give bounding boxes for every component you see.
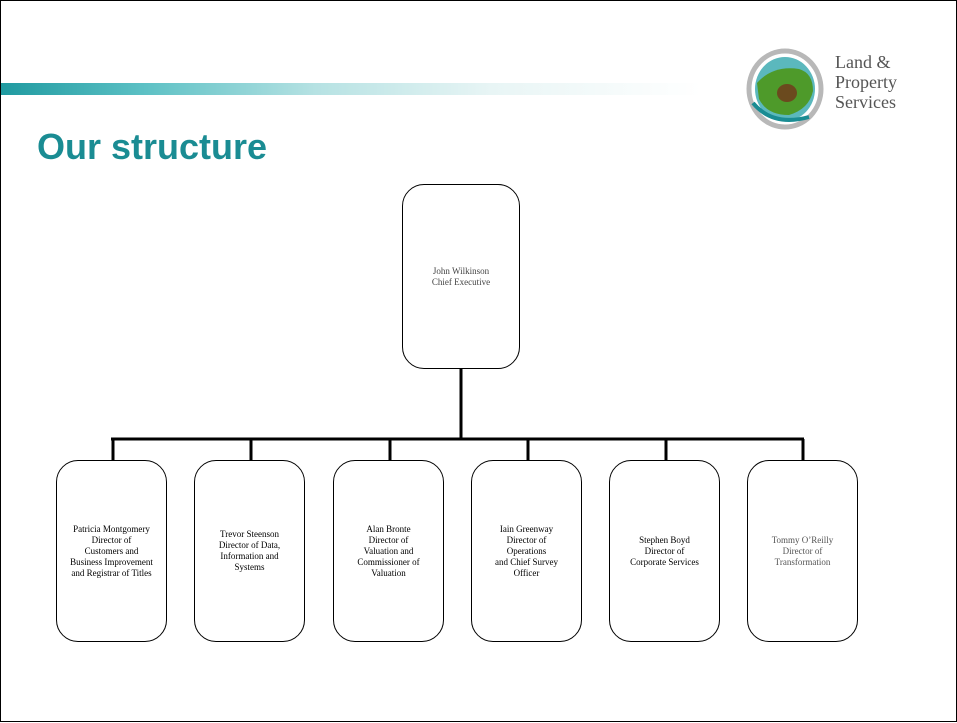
org-node-director-4: Iain Greenway Director of Operations and… (471, 460, 582, 642)
page-title: Our structure (37, 126, 268, 167)
logo-emblem-icon (746, 48, 824, 130)
node-line: Officer (513, 567, 540, 578)
node-line: Trevor Steenson (220, 529, 279, 539)
node-line: Commissioner of (357, 556, 420, 567)
node-line: Director of (91, 534, 132, 545)
node-line: Patricia Montgomery (73, 523, 150, 534)
logo-wordmark: Land & Property Services (835, 52, 897, 112)
org-node-director-1: Patricia Montgomery Director of Customer… (56, 460, 167, 642)
logo-line-2: Property (835, 72, 897, 92)
node-line: Director of (782, 545, 823, 556)
node-line: Operations (506, 545, 547, 556)
node-name: John Wilkinson (432, 265, 490, 276)
org-node-director-2: Trevor Steenson Director of Data, Inform… (194, 460, 305, 642)
node-line: Valuation and (363, 545, 414, 556)
node-line: Customers and (84, 545, 139, 556)
node-line: and Chief Survey (495, 556, 558, 567)
header-gradient-bar (1, 83, 701, 95)
node-line: Director of (506, 534, 547, 545)
node-line: Director of (644, 545, 685, 556)
node-line: Valuation (371, 567, 406, 578)
node-line: Information and (220, 551, 279, 561)
logo-line-1: Land & (835, 52, 891, 72)
node-line: and Registrar of Titles (71, 567, 152, 578)
org-node-director-3: Alan Bronte Director of Valuation and Co… (333, 460, 444, 642)
node-line: Alan Bronte (366, 523, 411, 534)
org-node-chief-executive: John Wilkinson Chief Executive (402, 184, 520, 369)
logo-line-3: Services (835, 92, 896, 112)
node-line: Iain Greenway (499, 523, 554, 534)
node-line: Corporate Services (630, 556, 699, 567)
node-role: Chief Executive (431, 276, 491, 287)
org-node-director-6: Tommy O’Reilly Director of Transformatio… (747, 460, 858, 642)
node-line: Transformation (774, 556, 831, 567)
node-line: Director of Data, (218, 540, 281, 550)
node-line: Director of (368, 534, 409, 545)
org-node-director-5: Stephen Boyd Director of Corporate Servi… (609, 460, 720, 642)
node-line: Systems (234, 562, 265, 572)
node-line: Tommy O’Reilly (771, 534, 834, 545)
node-line: Business Improvement (70, 556, 153, 567)
node-line: Stephen Boyd (639, 534, 690, 545)
land-property-services-logo: Land & Property Services (743, 43, 933, 133)
